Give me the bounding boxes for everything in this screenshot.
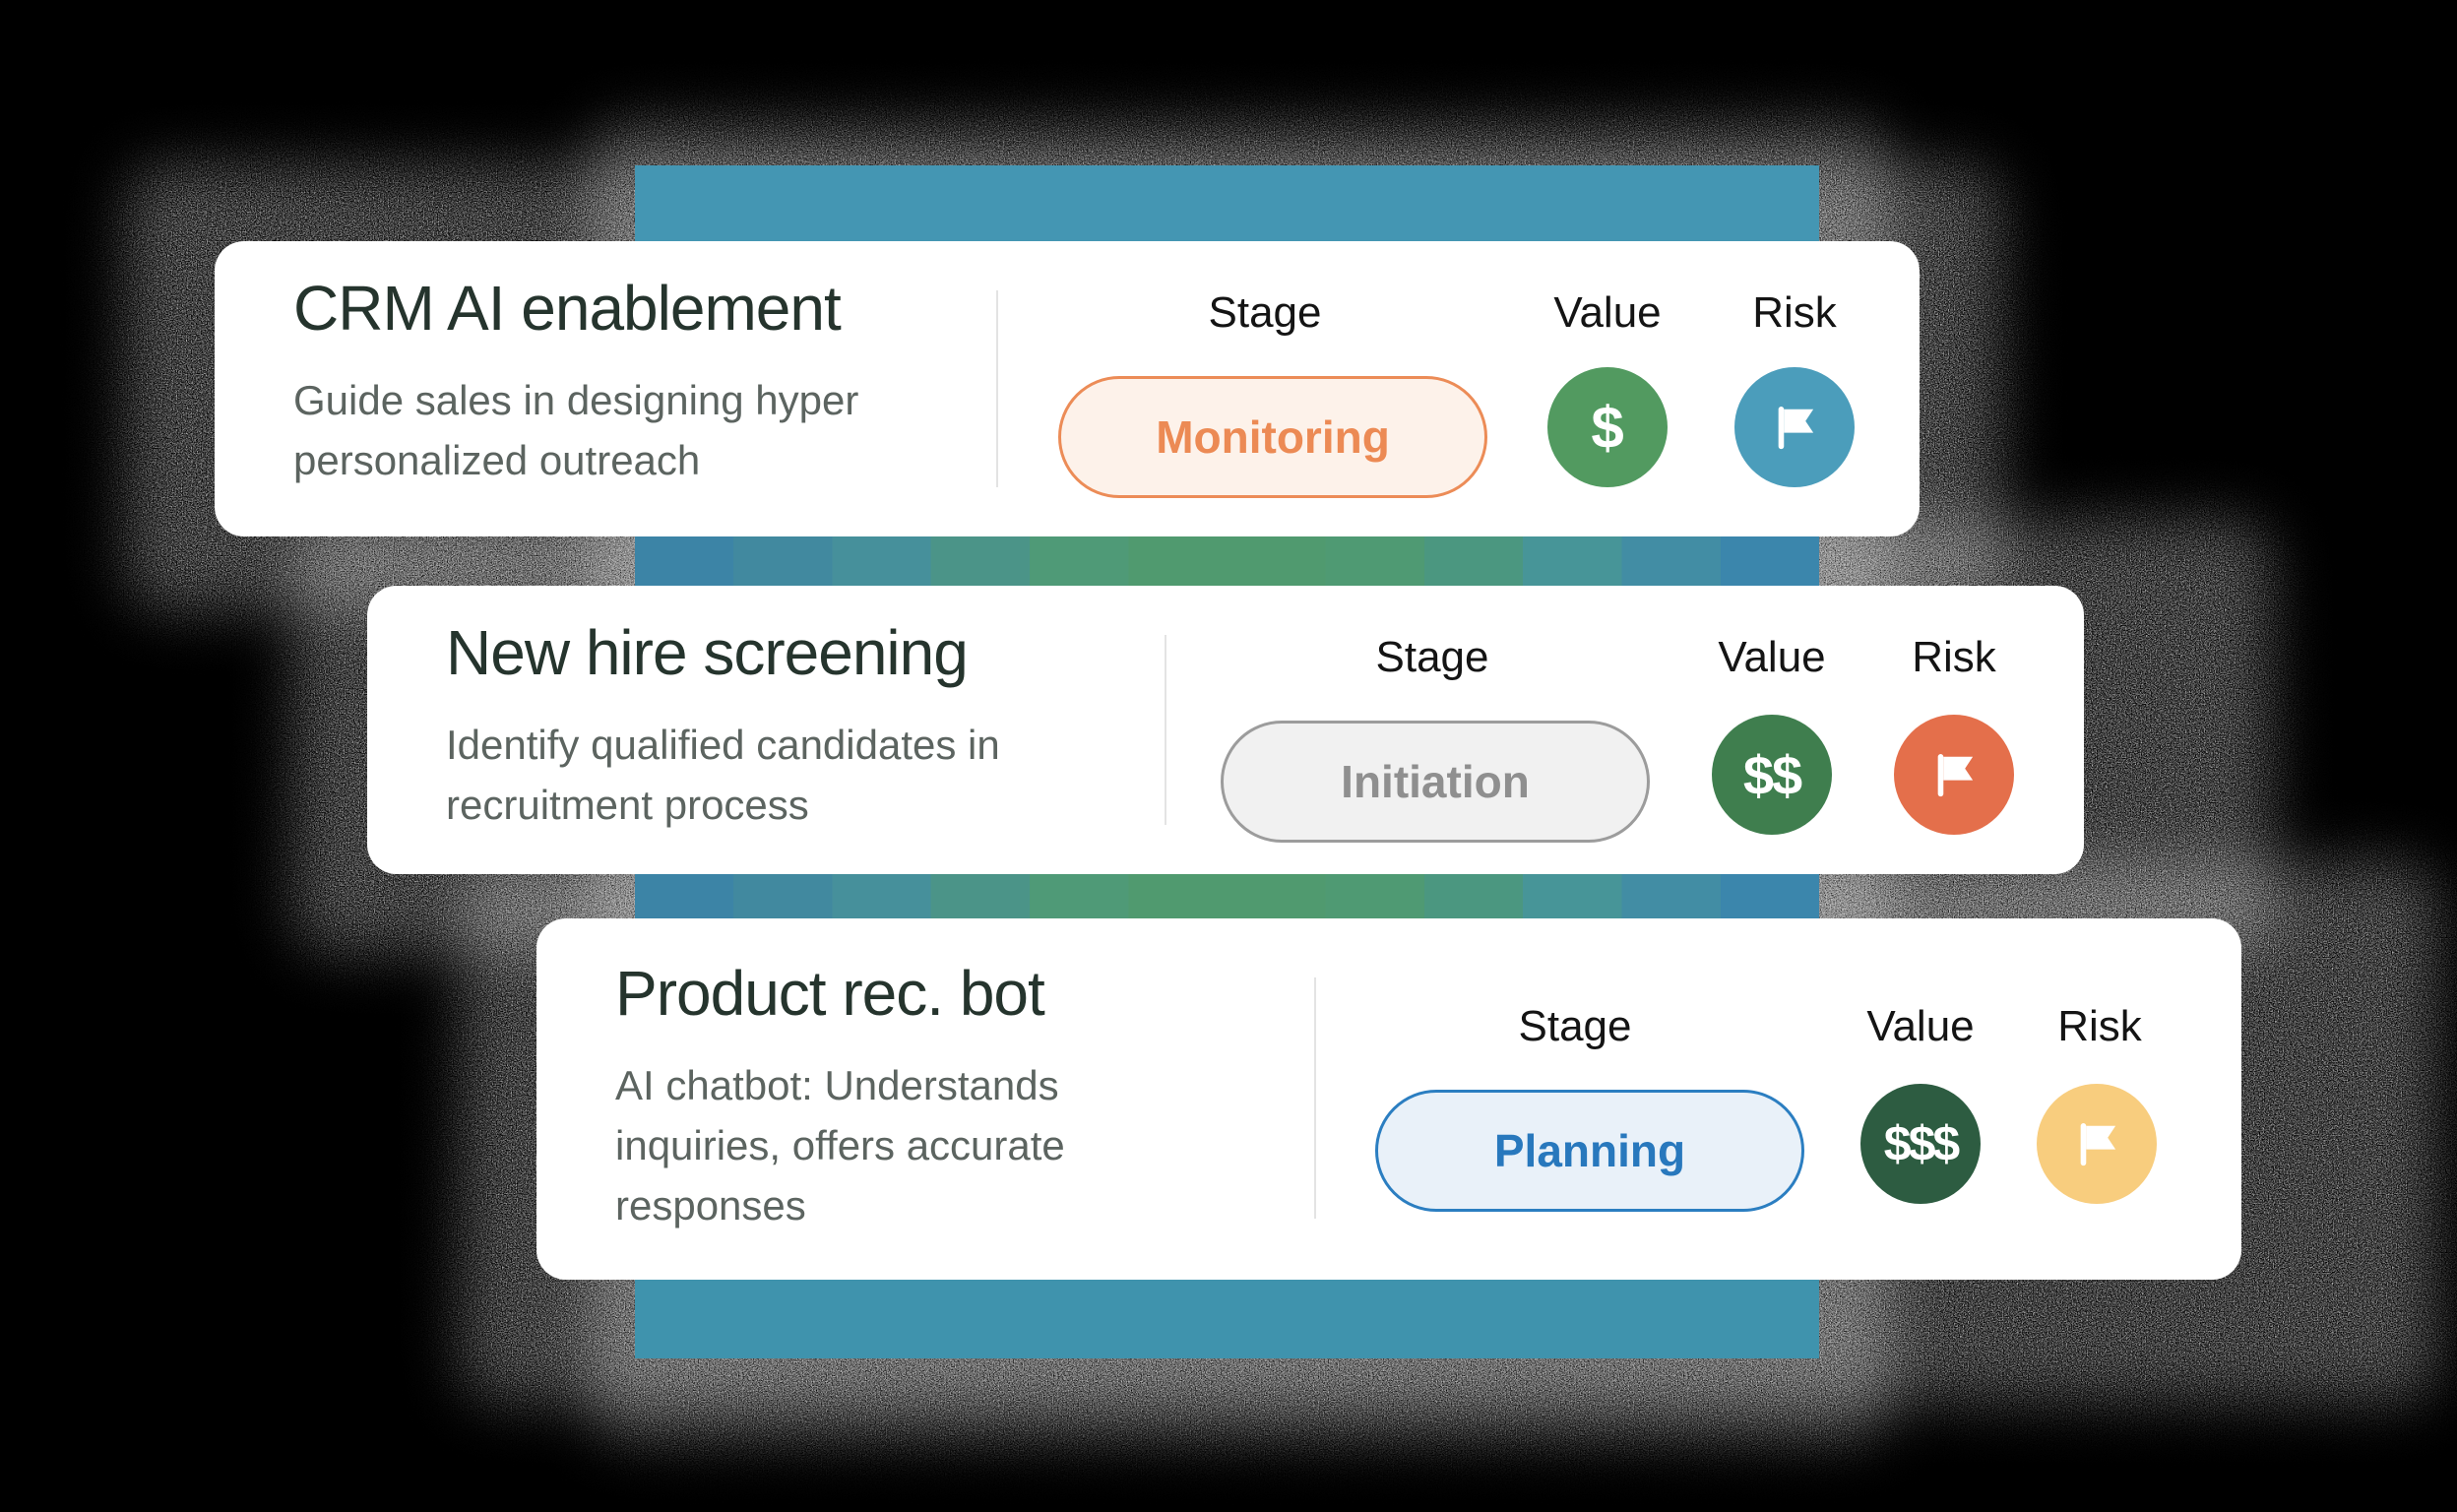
value-column-header: Value — [1718, 633, 1826, 681]
card-title: CRM AI enablement — [293, 273, 842, 344]
value-column-header: Value — [1553, 288, 1662, 337]
stage-column-header: Stage — [1518, 1002, 1632, 1050]
divider — [1314, 977, 1316, 1219]
divider — [996, 290, 998, 487]
risk-column-header: Risk — [2057, 1002, 2142, 1050]
stage-column-header: Stage — [1375, 633, 1489, 681]
divider — [1165, 635, 1166, 825]
flag-icon — [1778, 407, 1814, 450]
card-description: AI chatbot: Understands inquiries, offer… — [615, 1062, 1065, 1228]
use-case-card-crm: CRM AI enablement Guide sales in designi… — [215, 241, 1920, 536]
value-badge: $$$ — [1860, 1084, 1981, 1204]
risk-badge — [1894, 715, 2014, 835]
stage-badge: Monitoring — [1058, 376, 1487, 498]
card-title: New hire screening — [446, 617, 969, 688]
risk-badge — [1734, 367, 1855, 487]
value-column-header: Value — [1866, 1002, 1975, 1050]
risk-badge — [2037, 1084, 2157, 1204]
stage-badge: Initiation — [1221, 721, 1650, 843]
card-description: Guide sales in designing hyper personali… — [293, 377, 859, 483]
risk-column-header: Risk — [1752, 288, 1837, 337]
value-badge: $$ — [1712, 715, 1832, 835]
flag-icon — [2080, 1123, 2116, 1166]
risk-column-header: Risk — [1912, 633, 1996, 681]
flag-icon — [1937, 754, 1974, 797]
card-title: Product rec. bot — [615, 958, 1045, 1029]
stage-column-header: Stage — [1208, 288, 1322, 337]
stage-badge: Planning — [1375, 1090, 1804, 1212]
use-case-card-hiring: New hire screening Identify qualified ca… — [367, 586, 2084, 874]
value-badge: $ — [1547, 367, 1668, 487]
use-case-card-product-bot: Product rec. bot AI chatbot: Understands… — [536, 918, 2241, 1280]
card-description: Identify qualified candidates in recruit… — [446, 722, 1000, 828]
